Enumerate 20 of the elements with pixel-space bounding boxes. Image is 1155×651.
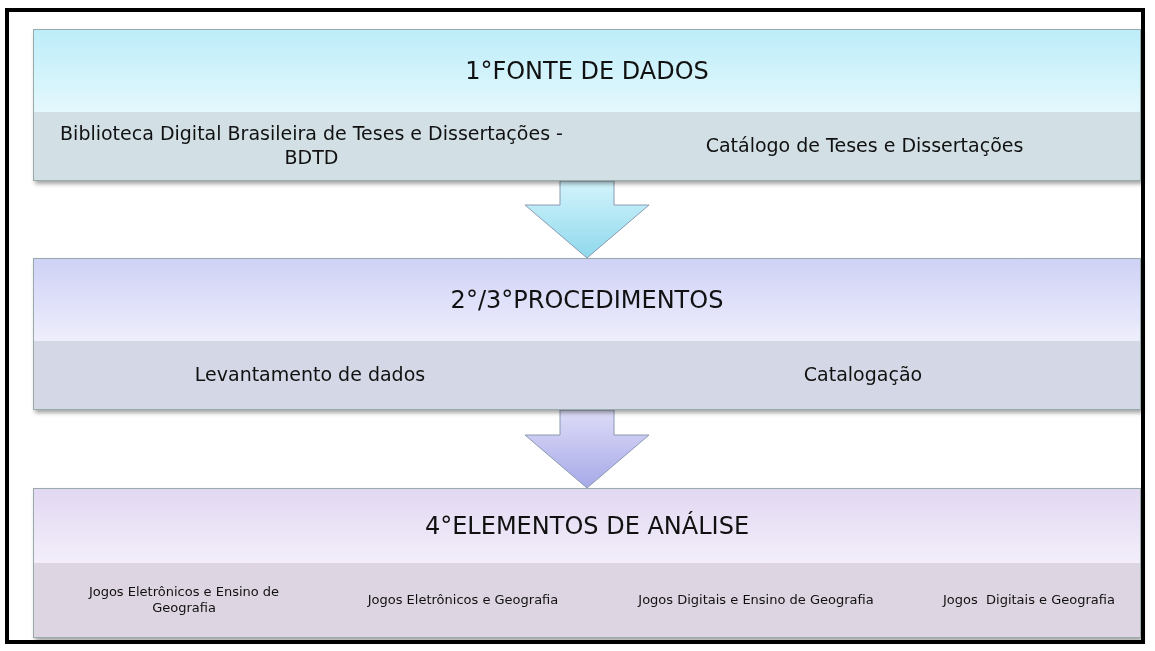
- stage-heading: 1°FONTE DE DADOS: [465, 57, 709, 85]
- item-text: Biblioteca Digital Brasileira de Teses e Dissertações -BDTD: [59, 122, 564, 170]
- stage-panel: [33, 488, 1141, 638]
- stage-heading: 2°/3°PROCEDIMENTOS: [450, 286, 724, 314]
- item-text: Jogos Eletrônicos e Geografia: [367, 591, 559, 609]
- stage-panel: [33, 29, 1141, 181]
- stage-heading: 4°ELEMENTOS DE ANÁLISE: [424, 512, 750, 540]
- item-cell: [589, 112, 1140, 180]
- item-text: Levantamento de dados: [194, 363, 426, 387]
- item-text: Jogos Eletrônicos e Ensino de Geografia: [87, 583, 281, 617]
- item-text: Jogos Digitais e Geografia: [943, 591, 1115, 609]
- stage-panel: [33, 258, 1141, 410]
- item-text: Catalogação: [803, 363, 923, 387]
- item-text: Jogos Digitais e Ensino de Geografia: [638, 591, 874, 609]
- item-text: Catálogo de Teses e Dissertações: [705, 134, 1024, 158]
- item-cell: [34, 341, 586, 409]
- item-cell: [34, 112, 589, 180]
- item-cell: [586, 341, 1140, 409]
- block-arrow: [524, 180, 650, 259]
- block-arrow: [524, 409, 650, 489]
